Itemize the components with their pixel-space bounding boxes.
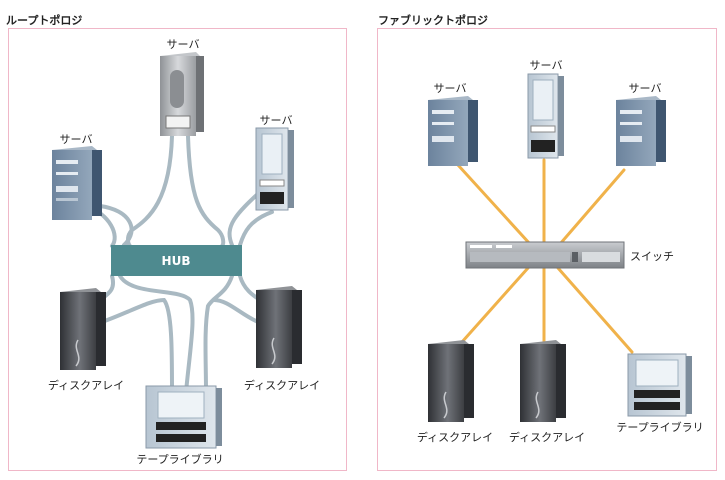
tape-library-left-label: テープライブラリ [136, 453, 224, 466]
fabric-tape-library-label: テープライブラリ [616, 421, 704, 434]
loop-cable [203, 274, 234, 394]
fabric-tape-library-icon [627, 353, 692, 417]
server-right-label: サーバ [259, 114, 293, 127]
fabric-server-center-label: サーバ [529, 59, 563, 72]
loop-cable [238, 210, 274, 247]
fabric-server-left-label: サーバ [433, 82, 467, 95]
tape-library-left-icon [145, 385, 222, 449]
fabric-disk-left-label: ディスクアレイ [416, 431, 494, 444]
fabric-cable [460, 266, 530, 344]
fabric-server-left-icon [428, 96, 478, 166]
server-top-icon [160, 52, 204, 136]
fabric-disk-center-label: ディスクアレイ [508, 431, 586, 444]
hub-box [111, 245, 242, 276]
fabric-server-right-label: サーバ [628, 82, 662, 95]
fabric-cable [556, 266, 634, 354]
fabric-topology-title: ファブリックトポロジ [378, 14, 488, 27]
switch-label: スイッチ [630, 250, 674, 263]
loop-cable [118, 274, 195, 394]
server-top-label: サーバ [166, 38, 200, 51]
fabric-server-center-icon [527, 73, 564, 159]
hub-label: HUB [161, 254, 191, 268]
loop-topology-panel [8, 28, 347, 471]
server-right-icon [255, 127, 294, 211]
loop-cable [126, 134, 174, 248]
loop-cable [227, 188, 264, 247]
loop-cable [100, 297, 174, 394]
loop-cables [84, 134, 274, 394]
server-left-icon [52, 146, 102, 220]
switch-icon [465, 241, 625, 269]
fabric-cables [456, 158, 634, 354]
loop-cable [212, 298, 260, 324]
disk-left-icon [60, 288, 106, 370]
disk-right-label: ディスクアレイ [243, 379, 321, 392]
fabric-disk-left-icon [428, 340, 474, 422]
loop-cable [186, 134, 226, 248]
fabric-disk-center-icon [520, 340, 566, 422]
hub [111, 245, 242, 276]
fabric-server-right-icon [616, 96, 666, 166]
disk-right-icon [256, 286, 302, 368]
fabric-topology-panel [377, 28, 717, 471]
fabric-cable [456, 163, 532, 246]
loop-topology-title: ループトポロジ [6, 14, 83, 27]
server-left-label: サーバ [59, 133, 93, 146]
fabric-cable [558, 168, 626, 246]
disk-left-label: ディスクアレイ [47, 379, 125, 392]
